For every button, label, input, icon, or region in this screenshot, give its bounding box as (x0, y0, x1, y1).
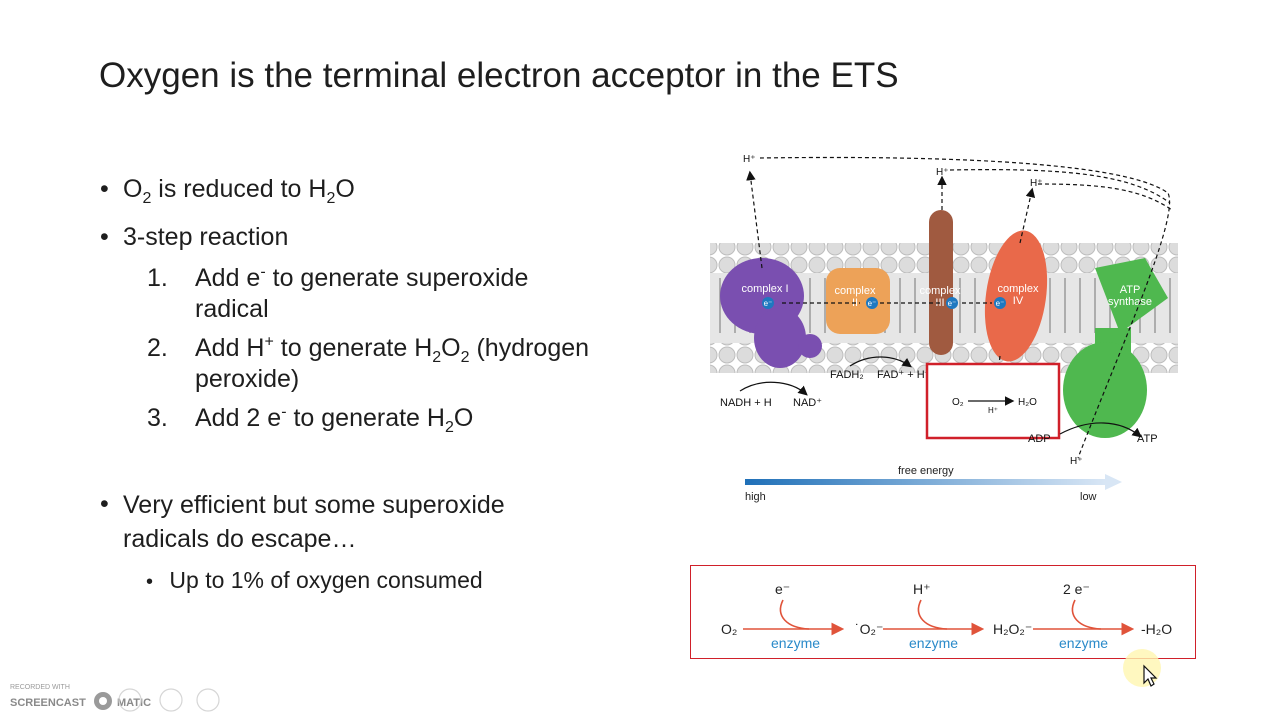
reagent-h: H⁺ (913, 581, 931, 597)
svg-text:high: high (745, 491, 766, 503)
step-3-text: Add 2 e- to generate H2O (195, 403, 474, 436)
svg-text:O₂: O₂ (952, 397, 964, 408)
svg-text:RECORDED WITH: RECORDED WITH (10, 684, 70, 691)
svg-text:MATIC: MATIC (117, 697, 151, 709)
species-superoxide: ˙O₂⁻ (855, 621, 883, 637)
oxygen-reduction-equation: O₂ ˙O₂⁻ H₂O₂⁻ -H₂O e⁻ H⁺ 2 e⁻ enzyme enz… (690, 565, 1196, 659)
svg-text:H⁺: H⁺ (988, 406, 998, 415)
free-energy-bar: free energy high low (745, 465, 1122, 503)
step-number: 3. (147, 404, 168, 432)
species-water: -H₂O (1141, 621, 1172, 637)
svg-text:ATP: ATP (1137, 433, 1158, 445)
svg-text:synthase: synthase (1108, 296, 1152, 308)
svg-text:complex: complex (835, 285, 876, 297)
svg-text:e⁻: e⁻ (948, 299, 957, 308)
electron-icon (762, 297, 774, 309)
svg-text:H⁺: H⁺ (936, 167, 949, 178)
enzyme-label: enzyme (1059, 635, 1108, 651)
svg-text:low: low (1080, 491, 1097, 503)
tools-icon[interactable] (118, 688, 142, 712)
svg-text:FAD⁺ + H⁺: FAD⁺ + H⁺ (877, 369, 931, 381)
enzyme-label: enzyme (771, 635, 820, 651)
svg-text:ADP: ADP (1028, 433, 1051, 445)
svg-text:ATP: ATP (1120, 284, 1141, 296)
svg-text:FADH₂: FADH₂ (830, 369, 864, 381)
electron-icon (946, 297, 958, 309)
slide-title: Oxygen is the terminal electron acceptor… (99, 56, 899, 95)
complex-ii: complex II (826, 268, 890, 334)
complex-i: complex I (720, 258, 822, 368)
step-number: 2. (147, 334, 168, 362)
zoom-icon[interactable] (159, 688, 183, 712)
sub-bullet-oxygen-consumed: • Up to 1% of oxygen consumed (146, 567, 483, 593)
svg-text:complex I: complex I (741, 283, 788, 295)
electron-icon (994, 297, 1006, 309)
svg-text:complex: complex (920, 285, 961, 297)
bullet-dot: • (146, 571, 154, 593)
step-2-text: Add H+ to generate H2O2 (hydrogen peroxi… (195, 333, 590, 393)
svg-text:NAD⁺: NAD⁺ (793, 397, 822, 409)
bullet-dot: • (100, 490, 109, 518)
svg-text:free energy: free energy (898, 465, 954, 477)
screencast-watermark: RECORDED WITH SCREENCAST MATIC (10, 684, 220, 712)
species-peroxide: H₂O₂⁻ (993, 621, 1032, 637)
svg-text:IV: IV (1013, 295, 1024, 307)
svg-text:H⁺: H⁺ (1070, 456, 1083, 467)
mouse-cursor-icon (1123, 649, 1161, 687)
step-1-text: Add e- to generate superoxide radical (195, 263, 529, 323)
svg-text:SCREENCAST: SCREENCAST (10, 697, 86, 709)
bullet-dot: • (100, 175, 109, 203)
svg-text:H⁺: H⁺ (1030, 178, 1043, 189)
more-icon[interactable] (196, 688, 220, 712)
svg-text:NADH + H: NADH + H (720, 397, 772, 409)
svg-text:H⁺: H⁺ (743, 154, 756, 165)
reagent-2e: 2 e⁻ (1063, 581, 1090, 597)
complex-iv: complex IV (984, 230, 1048, 362)
reagent-e: e⁻ (775, 581, 790, 597)
step-number: 1. (147, 264, 168, 292)
ets-diagram: complex I complex II complex III complex… (710, 154, 1178, 503)
electron-icon (866, 297, 878, 309)
svg-text:e⁻: e⁻ (764, 299, 773, 308)
svg-text:complex: complex (998, 283, 1039, 295)
svg-text:e⁻: e⁻ (868, 299, 877, 308)
svg-text:e⁻: e⁻ (996, 299, 1005, 308)
enzyme-label: enzyme (909, 635, 958, 651)
species-o2: O₂ (721, 621, 737, 637)
bullet-dot: • (100, 223, 109, 251)
svg-text:H₂O: H₂O (1018, 397, 1037, 408)
